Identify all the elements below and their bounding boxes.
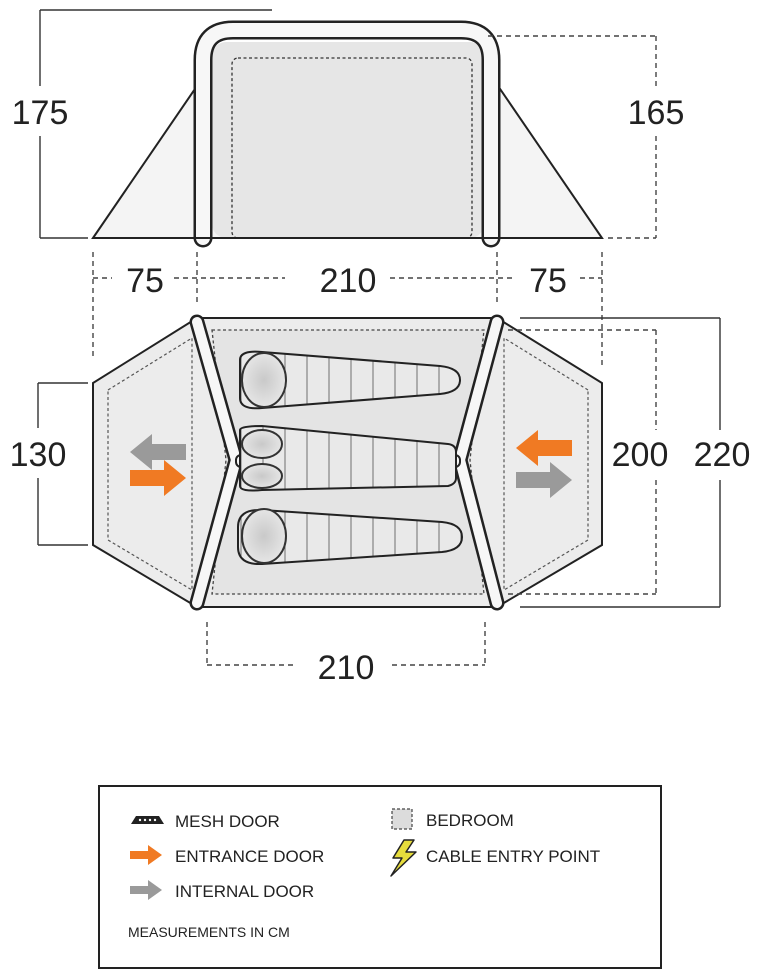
inner-width-label: 200 — [612, 436, 669, 474]
internal-door-arrow-left — [130, 434, 186, 470]
legend: MESH DOOR ENTRANCE DOOR INTERNAL DOOR BE… — [98, 785, 662, 969]
front-height-dimension — [39, 9, 272, 239]
porch-width-dimension — [37, 382, 88, 546]
porch-left-length-label: 75 — [126, 262, 164, 300]
internal-arrow-icon — [130, 880, 162, 900]
sleeping-bag-bottom — [237, 508, 464, 566]
side-elevation: 175 165 — [12, 9, 685, 248]
porch-width-label: 130 — [10, 436, 67, 474]
inner-length-bottom-label: 210 — [318, 649, 375, 687]
rear-height-dimension — [488, 35, 657, 239]
legend-cable-entry-label: CABLE ENTRY POINT — [426, 847, 600, 866]
legend-bedroom-label: BEDROOM — [426, 811, 514, 830]
measurements-note: MEASUREMENTS IN CM — [128, 924, 290, 940]
entrance-arrow-icon — [130, 845, 162, 865]
inner-length-top-label: 210 — [320, 262, 377, 300]
legend-box — [98, 785, 662, 969]
front-height-label: 175 — [12, 94, 69, 132]
sleeping-bag-top — [239, 350, 462, 410]
internal-door-arrow-right — [516, 462, 572, 498]
rear-height-label: 165 — [628, 94, 685, 132]
lightning-icon — [390, 839, 417, 877]
total-width-dimension — [520, 317, 721, 608]
legend-internal-door-label: INTERNAL DOOR — [175, 882, 314, 901]
inner-tent-side — [212, 42, 484, 238]
length-dimensions-top: 75 210 75 — [92, 252, 603, 368]
mesh-door-icon — [131, 816, 164, 824]
entrance-door-arrow-left — [130, 460, 186, 496]
legend-mesh-door-label: MESH DOOR — [175, 812, 280, 831]
inner-width-dimension — [508, 329, 657, 595]
airbeam-arch-inner — [196, 23, 498, 245]
total-width-label: 220 — [694, 436, 751, 474]
inner-length-bottom-dimension — [206, 622, 486, 666]
porch-right-length-label: 75 — [529, 262, 567, 300]
sleeping-bag-middle — [239, 424, 457, 492]
floor-plan — [92, 314, 603, 611]
legend-entrance-door-label: ENTRANCE DOOR — [175, 847, 324, 866]
dashed-square-icon — [391, 808, 413, 830]
entrance-door-arrow-right — [516, 430, 572, 466]
